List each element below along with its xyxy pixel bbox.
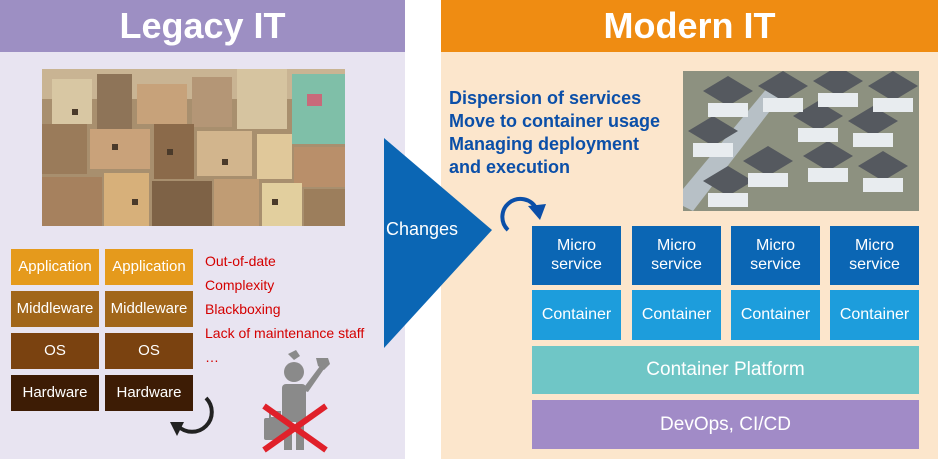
container-box: Container [731, 290, 820, 340]
microservice-box: Micro service [632, 226, 721, 285]
issue-item: Blackboxing [205, 301, 281, 317]
feature-item: Dispersion of services [449, 88, 642, 108]
legacy-middleware-layer: Middleware [11, 291, 99, 327]
suburban-houses-photo [683, 71, 919, 211]
legacy-application-layer: Application [11, 249, 99, 285]
feature-item: and execution [449, 157, 571, 177]
changes-label: Changes [386, 218, 459, 239]
legacy-application-layer: Application [105, 249, 193, 285]
modern-features-list: Dispersion of services Move to container… [449, 87, 689, 179]
container-platform-layer: Container Platform [532, 346, 919, 394]
issue-item: Out-of-date [205, 253, 276, 269]
issue-item: … [205, 349, 219, 365]
container-box: Container [830, 290, 919, 340]
devops-layer: DevOps, CI/CD [532, 400, 919, 449]
feature-item: Move to container usage [449, 111, 661, 131]
feature-item: Managing deployment [449, 134, 640, 154]
legacy-title: Legacy IT [0, 0, 405, 52]
legacy-hardware-layer: Hardware [105, 375, 193, 411]
legacy-middleware-layer: Middleware [105, 291, 193, 327]
microservice-box: Micro service [532, 226, 621, 285]
no-maintenance-staff-icon [258, 350, 338, 455]
legacy-os-layer: OS [105, 333, 193, 369]
container-box: Container [632, 290, 721, 340]
microservice-box: Micro service [830, 226, 919, 285]
issue-item: Lack of maintenance staff [205, 325, 365, 341]
changes-arrow [384, 138, 494, 348]
legacy-os-layer: OS [11, 333, 99, 369]
container-box: Container [532, 290, 621, 340]
crowded-city-photo [42, 69, 345, 226]
issue-item: Complexity [205, 277, 275, 293]
modern-title: Modern IT [441, 0, 938, 52]
microservice-box: Micro service [731, 226, 820, 285]
cycle-arrow-icon [168, 392, 226, 442]
cycle-arrow-icon [492, 190, 550, 240]
legacy-hardware-layer: Hardware [11, 375, 99, 411]
legacy-issues-list: Out-of-date Complexity Blackboxing Lack … [205, 249, 405, 369]
